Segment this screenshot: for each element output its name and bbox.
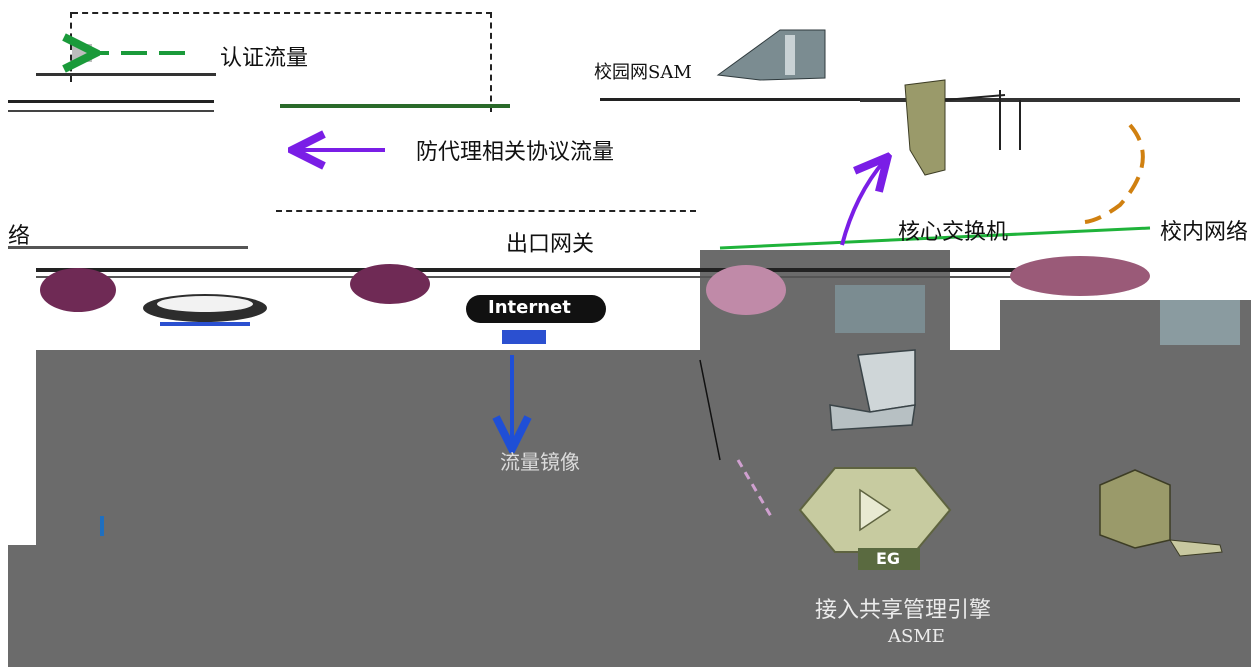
network-left-label: 络: [8, 224, 31, 249]
laptop-screen-icon: [857, 349, 916, 413]
flow-mirror-label: 流量镜像: [500, 450, 580, 474]
asme-abbr-label: ASME: [888, 626, 945, 647]
bg-region-main: [36, 350, 1251, 667]
switch-box-icon: [835, 285, 925, 333]
band-line-4: [8, 246, 248, 249]
bg-region-left: [8, 545, 138, 667]
sam-server-khaki-icon: [904, 79, 946, 176]
core-switch-label: 核心交换机: [898, 220, 1009, 245]
band-line-9: [280, 104, 510, 108]
asme-link-2: [699, 359, 721, 461]
server-right-icon: [1099, 469, 1171, 549]
auth-arc: [1084, 123, 1145, 224]
band-line-8: [860, 98, 1240, 102]
band-line-5: [36, 268, 1136, 272]
cloud-right-icon: [1010, 256, 1150, 296]
legend-border-top: [72, 12, 492, 14]
asme-label: 接入共享管理引擎: [815, 598, 992, 623]
cloud-mid-icon: [350, 264, 430, 304]
eg-badge-bg: [858, 548, 920, 570]
sam-server-icon: [716, 29, 826, 81]
proxy-flow-arrow: [840, 160, 885, 246]
cloud-left-icon: [40, 268, 116, 312]
legend-border-bottom: [276, 210, 696, 212]
auth-flow-line: [719, 226, 1151, 250]
server-link: [944, 94, 1006, 101]
band-line-6: [36, 276, 1136, 278]
legend-swatch-bg: [72, 44, 92, 62]
internet-pill-bg: [466, 295, 606, 323]
sam-label: 校园网SAM: [594, 62, 692, 83]
asme-device-arrow-icon: [859, 488, 892, 532]
asme-link: [736, 459, 774, 519]
left-marker: [100, 516, 104, 536]
sam-server-panel: [785, 35, 795, 75]
legend-border-right: [490, 12, 492, 112]
band-line-3: [36, 73, 216, 76]
legend-auth-label: 认证流量: [220, 46, 309, 71]
campus-switch-icon: [1160, 300, 1240, 345]
gateway-label: 出口网关: [506, 232, 595, 257]
eg-badge-label: EG: [876, 549, 901, 568]
laptop-base-icon: [829, 404, 916, 431]
legend-proxy-label: 防代理相关协议流量: [416, 140, 615, 165]
internet-label: Internet: [488, 297, 571, 318]
gateway-blue-stripe: [160, 322, 250, 326]
internet-blue-block: [502, 330, 546, 344]
band-line-1: [8, 100, 214, 103]
band-line-7: [600, 98, 920, 101]
server-right-base: [1169, 539, 1223, 557]
band-line-2: [8, 110, 214, 112]
gateway-router-top: [157, 296, 253, 312]
core-switch-icon: [706, 265, 786, 315]
campus-net-label: 校内网络: [1160, 220, 1249, 245]
